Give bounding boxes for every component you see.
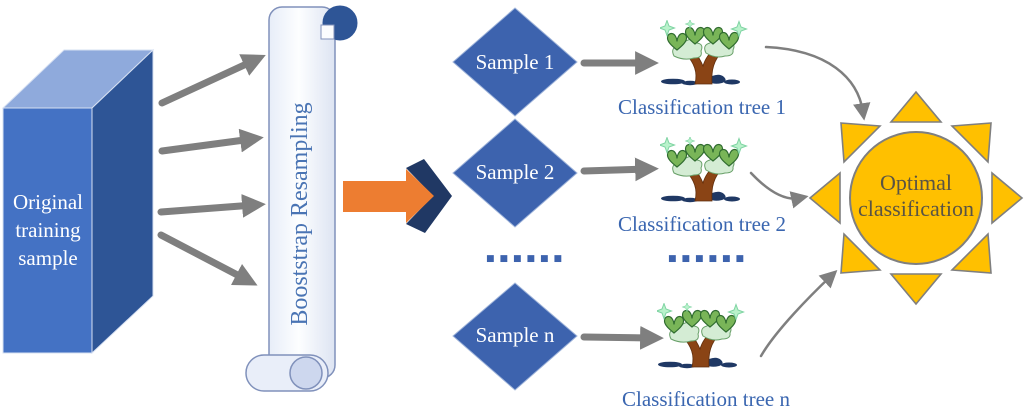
sun-ray-right: [991, 171, 1024, 225]
sun-ray-left: [808, 171, 841, 225]
sample-2-diamond: [452, 118, 578, 228]
sun-ray-bottom: [889, 273, 943, 306]
sample-1-diamond: [452, 7, 578, 117]
classification-tree-2-icon: [660, 137, 747, 203]
sample-to-tree-arrows: [580, 51, 664, 350]
bootstrap-scroll: [245, 5, 358, 392]
sun-ray-bottom-right: [950, 232, 992, 274]
original-sample-box: [1, 48, 155, 355]
sample-diamonds: [452, 7, 578, 391]
sun-disc: [849, 131, 983, 265]
sun-ray-bottom-left: [840, 232, 882, 274]
sun-ray-top: [889, 90, 943, 123]
optimal-classification-sun: [808, 90, 1024, 306]
classification-tree-n-icon: [657, 303, 744, 369]
sample-n-diamond: [452, 282, 578, 391]
bootstrap-fan-arrows: [157, 54, 266, 286]
tree-to-sun-arrows: [749, 45, 871, 358]
sun-ray-top-right: [950, 122, 992, 164]
classification-tree-1-icon: [660, 20, 747, 86]
sun-ray-top-left: [840, 122, 882, 164]
resample-orange-arrow: [343, 159, 452, 233]
